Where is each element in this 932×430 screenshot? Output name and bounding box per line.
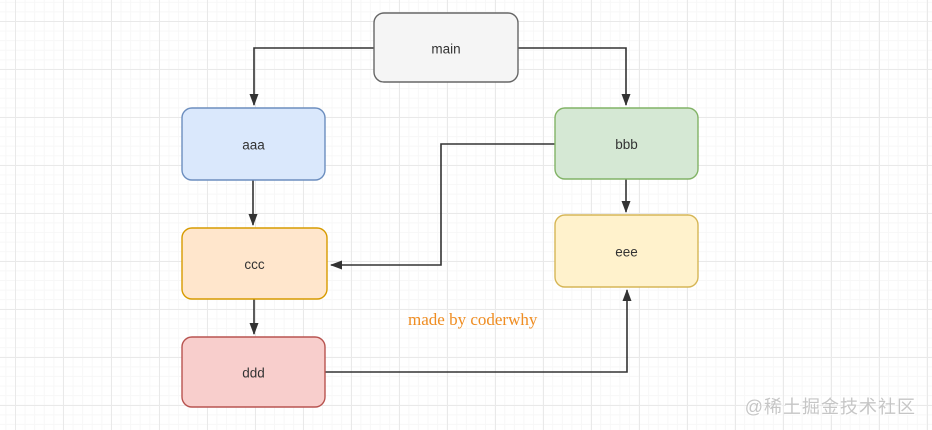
node-ddd-label: ddd [242, 366, 265, 381]
watermark-text: made by coderwhy [408, 310, 538, 329]
node-main-box [373, 12, 519, 83]
node-bbb-label: bbb [615, 137, 638, 152]
node-bbb: bbb [554, 107, 699, 180]
node-main: main [373, 12, 519, 83]
edge-main-to-aaa [249, 47, 374, 106]
node-ddd: ddd [181, 336, 326, 408]
site-credit-text: @稀土掘金技术社区 [744, 397, 916, 417]
node-ccc-label: ccc [244, 257, 265, 272]
edge-main-to-bbb [518, 47, 631, 106]
node-ccc-box [181, 227, 328, 300]
node-ddd-box [181, 336, 326, 408]
edges [248, 47, 632, 373]
node-main-label: main [431, 42, 460, 57]
edge-ddd-to-eee [325, 289, 632, 373]
node-bbb-box [554, 107, 699, 180]
node-eee: eee [554, 214, 699, 288]
node-eee-box [554, 214, 699, 288]
node-aaa-box [181, 107, 326, 181]
edge-bbb-to-ccc [330, 143, 555, 270]
node-eee-label: eee [615, 245, 638, 260]
node-aaa: aaa [181, 107, 326, 181]
node-aaa-label: aaa [242, 138, 265, 153]
node-ccc: ccc [181, 227, 328, 300]
